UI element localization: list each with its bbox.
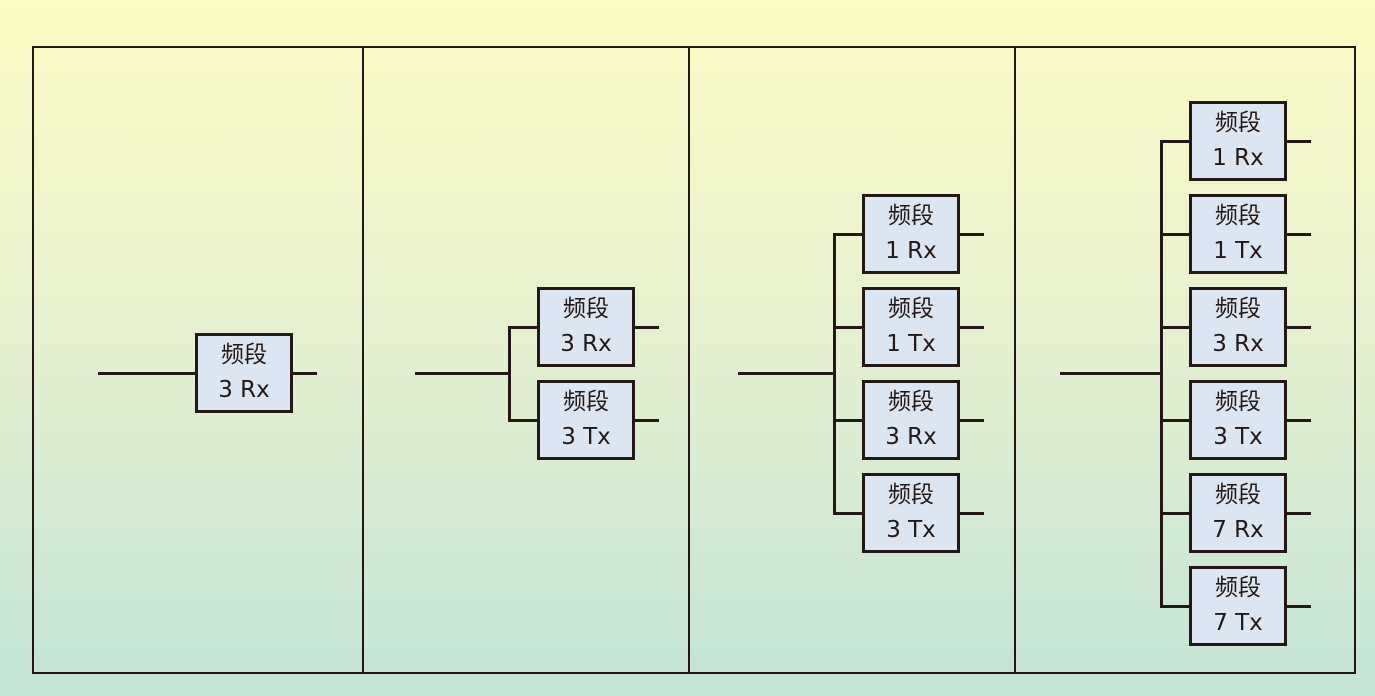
band-label: 频段 bbox=[1215, 482, 1261, 508]
panel-divider bbox=[688, 46, 690, 674]
band-label: 频段 bbox=[888, 203, 934, 229]
common-port-line bbox=[98, 372, 195, 375]
diagram-frame bbox=[32, 46, 1356, 674]
band-id: 3 Tx bbox=[1213, 424, 1263, 450]
band-id: 1 Tx bbox=[886, 331, 936, 357]
branch-trunk bbox=[508, 326, 511, 422]
band-id: 1 Tx bbox=[1213, 238, 1263, 264]
output-line bbox=[960, 233, 984, 236]
output-line bbox=[960, 419, 984, 422]
branch-line bbox=[509, 326, 537, 329]
band-box: 频段 1 Rx bbox=[1189, 101, 1287, 181]
branch-trunk bbox=[1160, 140, 1163, 608]
branch-line bbox=[1161, 512, 1189, 515]
branch-line bbox=[509, 419, 537, 422]
common-port-line bbox=[415, 372, 509, 375]
band-label: 频段 bbox=[563, 389, 609, 415]
branch-line bbox=[1161, 233, 1189, 236]
band-id: 3 Rx bbox=[560, 331, 612, 357]
band-box: 频段 3 Rx bbox=[195, 333, 293, 413]
branch-line bbox=[1161, 140, 1189, 143]
output-line bbox=[960, 326, 984, 329]
panel-divider bbox=[362, 46, 364, 674]
band-label: 频段 bbox=[888, 296, 934, 322]
band-box: 频段 3 Rx bbox=[862, 380, 960, 460]
band-box: 频段 3 Tx bbox=[1189, 380, 1287, 460]
band-label: 频段 bbox=[221, 342, 267, 368]
band-label: 频段 bbox=[1215, 296, 1261, 322]
band-label: 频段 bbox=[1215, 203, 1261, 229]
branch-line bbox=[1161, 605, 1189, 608]
output-line bbox=[1287, 140, 1311, 143]
band-label: 频段 bbox=[888, 389, 934, 415]
band-id: 3 Rx bbox=[218, 377, 270, 403]
output-line bbox=[960, 512, 984, 515]
band-box: 频段 3 Tx bbox=[537, 380, 635, 460]
band-label: 频段 bbox=[1215, 575, 1261, 601]
band-id: 1 Rx bbox=[1212, 145, 1264, 171]
output-line bbox=[293, 372, 317, 375]
band-id: 3 Rx bbox=[885, 424, 937, 450]
band-id: 3 Tx bbox=[561, 424, 611, 450]
band-label: 频段 bbox=[1215, 389, 1261, 415]
branch-line bbox=[834, 326, 862, 329]
output-line bbox=[1287, 419, 1311, 422]
branch-line bbox=[834, 233, 862, 236]
output-line bbox=[1287, 605, 1311, 608]
band-id: 3 Rx bbox=[1212, 331, 1264, 357]
band-box: 频段 1 Tx bbox=[1189, 194, 1287, 274]
panel-divider bbox=[1014, 46, 1016, 674]
band-id: 3 Tx bbox=[886, 517, 936, 543]
band-box: 频段 7 Tx bbox=[1189, 566, 1287, 646]
band-id: 1 Rx bbox=[885, 238, 937, 264]
branch-line bbox=[834, 512, 862, 515]
band-box: 频段 7 Rx bbox=[1189, 473, 1287, 553]
common-port-line bbox=[1060, 372, 1161, 375]
band-box: 频段 3 Rx bbox=[1189, 287, 1287, 367]
branch-line bbox=[1161, 419, 1189, 422]
output-line bbox=[635, 419, 659, 422]
output-line bbox=[1287, 233, 1311, 236]
output-line bbox=[635, 326, 659, 329]
band-box: 频段 3 Rx bbox=[537, 287, 635, 367]
band-id: 7 Tx bbox=[1213, 610, 1263, 636]
branch-trunk bbox=[833, 233, 836, 515]
band-label: 频段 bbox=[1215, 110, 1261, 136]
band-label: 频段 bbox=[563, 296, 609, 322]
output-line bbox=[1287, 326, 1311, 329]
band-box: 频段 3 Tx bbox=[862, 473, 960, 553]
band-box: 频段 1 Tx bbox=[862, 287, 960, 367]
branch-line bbox=[1161, 326, 1189, 329]
common-port-line bbox=[738, 372, 834, 375]
branch-line bbox=[834, 419, 862, 422]
band-label: 频段 bbox=[888, 482, 934, 508]
band-box: 频段 1 Rx bbox=[862, 194, 960, 274]
output-line bbox=[1287, 512, 1311, 515]
band-id: 7 Rx bbox=[1212, 517, 1264, 543]
